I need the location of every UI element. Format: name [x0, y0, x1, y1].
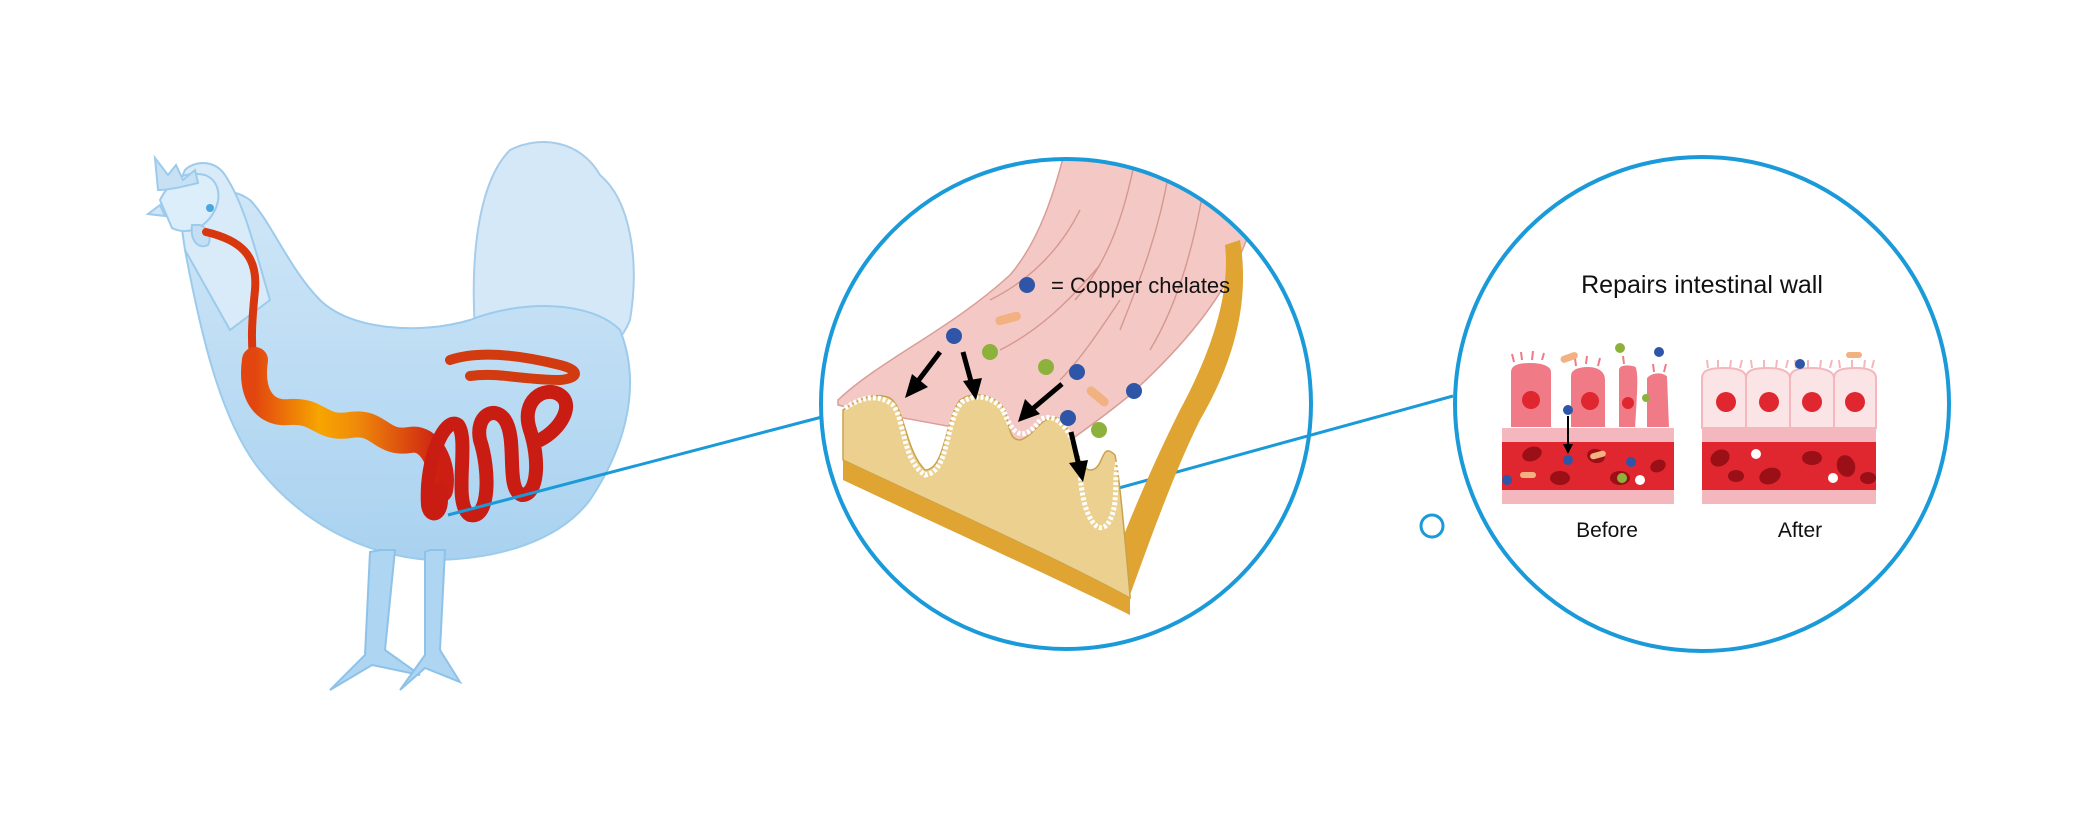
intestine-outer-wall: [1100, 240, 1244, 600]
after-white-particles: [1751, 449, 1838, 483]
before-microvilli: [1511, 350, 1667, 373]
green-particle: [1642, 394, 1650, 402]
before-cell-nuclei: [1522, 391, 1634, 410]
copper-chelate-dot: [1126, 383, 1142, 399]
chicken-comb: [153, 154, 200, 192]
tissue-base-edge: [843, 460, 1130, 615]
after-bottom-band: [1702, 490, 1876, 504]
green-particle: [1091, 422, 1107, 438]
crop-stomach: [241, 347, 454, 503]
after-basement-band: [1702, 428, 1876, 442]
intestinal-wall-panel: Repairs intestinal wall: [1453, 155, 1951, 653]
green-particle: [1615, 343, 1625, 353]
after-wall: After: [1701, 352, 1877, 542]
copper-legend-dot: [1019, 277, 1035, 293]
mucosa-veins: [989, 159, 1206, 381]
white-particle: [1635, 475, 1645, 485]
copper-chelate-dot: [946, 328, 962, 344]
arrow-down: [1068, 431, 1088, 482]
green-particle: [982, 344, 998, 360]
copper-chelate-dot: [1626, 457, 1636, 467]
green-particle: [1038, 359, 1054, 375]
chicken-leg-left: [329, 549, 421, 691]
before-bottom-band: [1502, 490, 1674, 504]
esophagus: [202, 228, 260, 374]
ceca: [445, 349, 580, 385]
after-microvilli: [1706, 359, 1875, 369]
arrow-down: [960, 351, 982, 400]
orange-particle: [995, 311, 1021, 326]
orange-particle: [1520, 472, 1536, 478]
after-cell-nuclei: [1716, 392, 1865, 412]
orange-particle: [1560, 352, 1578, 363]
before-basement-band: [1502, 428, 1674, 442]
orange-particle: [1590, 450, 1606, 460]
wall-marker-ring: [1419, 513, 1445, 539]
gut-particles: [982, 311, 1109, 438]
chicken-illustration: [145, 141, 635, 691]
arrow-down-left: [905, 350, 942, 398]
after-label: After: [1778, 519, 1822, 542]
chicken-beak: [145, 203, 167, 218]
green-particle: [1617, 473, 1627, 483]
orange-particle: [1846, 352, 1862, 358]
copper-chelates: [946, 328, 1142, 426]
chicken-eye: [206, 204, 214, 212]
copper-chelate-dot: [1563, 405, 1573, 415]
copper-chelate-dot: [1060, 410, 1076, 426]
before-wall: Before: [1502, 343, 1674, 542]
intestine-loops: [420, 384, 573, 523]
copper-chelate-dot: [1654, 347, 1664, 357]
connector-chicken-to-zoom: [447, 415, 823, 517]
copper-chelate-dot: [1795, 359, 1805, 369]
after-blood-cells: [1710, 449, 1876, 485]
connector-lines: [447, 394, 1454, 517]
absorption-arrows: [905, 350, 1088, 482]
copper-legend: = Copper chelates: [1019, 273, 1230, 298]
comparison-title: Repairs intestinal wall: [1581, 271, 1823, 299]
orange-particle: [1086, 386, 1109, 407]
before-leak-arrow: [1563, 416, 1573, 454]
copper-chelate-dot: [1563, 455, 1573, 465]
chicken-leg-right: [399, 549, 463, 691]
before-leaked-particles: [1502, 343, 1664, 485]
before-label: Before: [1576, 519, 1638, 542]
copper-chelate-dot: [1502, 475, 1512, 485]
copper-chelate-dot: [1069, 364, 1085, 380]
connector-zoom-to-wall: [1074, 394, 1454, 502]
digestive-tract: [202, 228, 580, 523]
arrow-down-left: [1018, 382, 1064, 422]
intestine-zoom-panel: = Copper chelates: [819, 157, 1313, 651]
copper-legend-label: = Copper chelates: [1051, 273, 1230, 298]
zoom-circle-frame: [819, 157, 1313, 651]
